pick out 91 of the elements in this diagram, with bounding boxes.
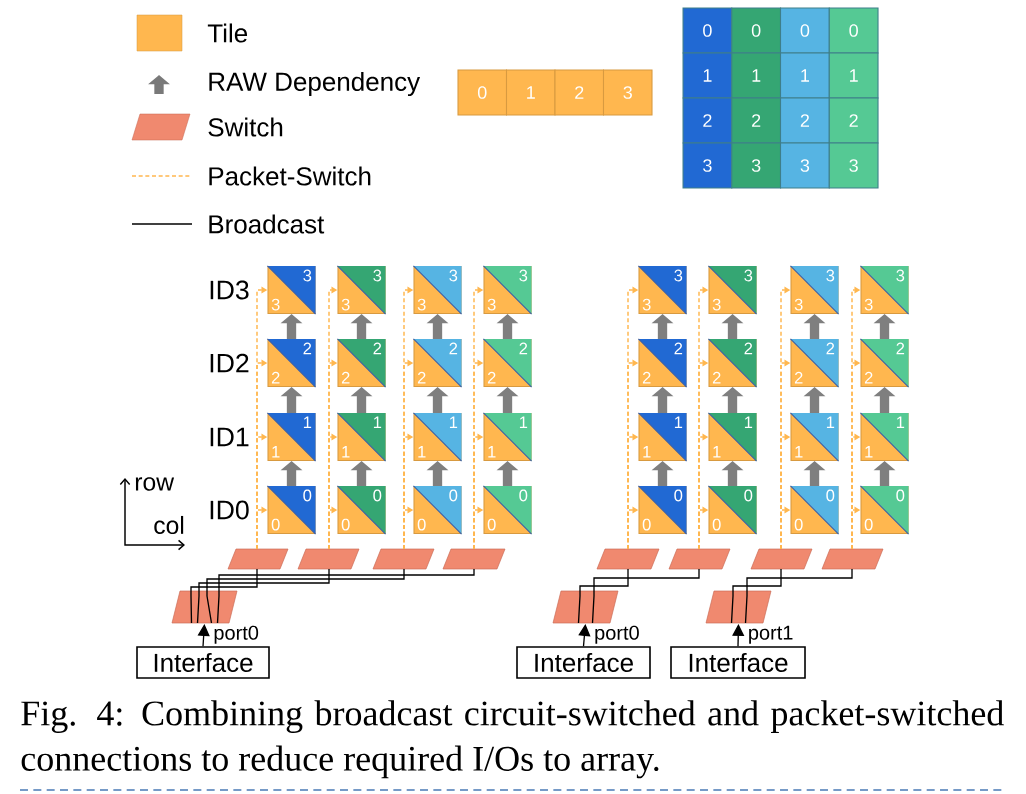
axis-label: col [154,515,184,535]
number-cell: 2 [554,69,605,116]
row-label: ID2 [210,353,249,373]
number-cell: 1 [828,52,879,99]
tile: 3 3 [336,265,387,315]
number-cell: 3 [602,69,653,116]
row-label: ID0 [210,500,249,520]
legend-label: Switch [208,117,283,137]
number-cell: 0 [457,69,508,116]
broadcast-line [206,568,405,624]
interface-box: Interface [670,646,806,679]
number-cell: 3 [682,142,733,189]
switch [821,548,884,570]
number-cell: 0 [828,7,879,54]
number-cell: 1 [505,69,556,116]
broadcast-line [577,568,629,624]
tile: 0 0 [336,485,387,535]
broadcast-line [190,568,258,624]
number-cell: 0 [731,7,782,54]
number-cell: 2 [682,97,733,144]
edge-label: port1 [749,625,793,644]
tile: 2 2 [789,338,840,388]
tile: 3 3 [637,265,688,315]
axis-label: row [135,477,175,491]
arrow [197,624,210,647]
broadcast-line [744,568,853,624]
tile: 3 3 [266,265,317,315]
switch [705,590,772,624]
number-cell: 2 [731,97,782,144]
switch [552,590,619,624]
broadcast-line [216,568,475,624]
switch [668,548,731,570]
tile: 2 2 [859,338,910,388]
tile: 1 1 [336,412,387,462]
interface-box: Interface [136,646,270,679]
tile: 2 2 [707,338,758,388]
tile: 3 3 [789,265,840,315]
edge-label: port0 [214,625,259,644]
number-cell: 0 [780,7,830,54]
tile: 0 0 [482,485,533,535]
switch [442,548,506,570]
legend-label: RAW Dependency [209,71,421,97]
switch [596,548,660,570]
tile: 1 1 [482,412,533,462]
tile: 1 1 [789,412,840,462]
tile: 3 3 [412,265,463,315]
tile: 1 1 [859,412,910,462]
tile: 1 1 [266,412,317,462]
switch [297,548,360,570]
arrow [578,624,591,647]
tile: 3 3 [859,265,910,315]
number-cell: 3 [780,142,830,189]
tile: 0 0 [789,485,840,535]
tile: 0 0 [637,485,688,535]
switch [171,590,238,624]
number-cell: 3 [828,142,879,189]
switch [372,548,435,570]
switch [227,548,289,570]
caption: Fig. 4: Combining broadcast circuit-switched and packet-switched connections to reduce required I/Os to array. [21,700,1004,779]
broadcast-line [591,568,700,624]
tile: 0 0 [412,485,463,535]
broadcast-line [196,568,330,624]
tile: 2 2 [482,338,533,388]
row-label: ID1 [210,427,249,447]
tile: 0 0 [266,485,317,535]
switch [750,548,813,570]
number-cell: 2 [828,97,879,144]
row-label: ID3 [210,280,249,300]
number-cell: 1 [780,52,830,99]
number-cell: 1 [731,52,782,99]
tile: 2 2 [336,338,387,388]
tile: 2 2 [412,338,463,388]
number-cell: 0 [682,7,733,54]
interface-box: Interface [516,646,651,679]
legend-label: Tile [207,23,248,43]
tile: 0 0 [859,485,910,535]
tile: 0 0 [707,485,758,535]
tile: 3 3 [707,265,758,315]
edge-label: port0 [595,625,639,644]
number-cell: 2 [780,97,830,144]
number-cell: 3 [731,142,782,189]
tile: 2 2 [637,338,688,388]
legend-label: Broadcast [209,214,325,234]
legend-label: Packet-Switch [209,166,371,186]
tile: 1 1 [637,412,688,462]
number-cell: 1 [682,52,733,99]
tile: 2 2 [266,338,317,388]
tile: 3 3 [482,265,533,315]
tile: 1 1 [412,412,463,462]
broadcast-line [730,568,782,624]
tile: 1 1 [707,412,758,462]
